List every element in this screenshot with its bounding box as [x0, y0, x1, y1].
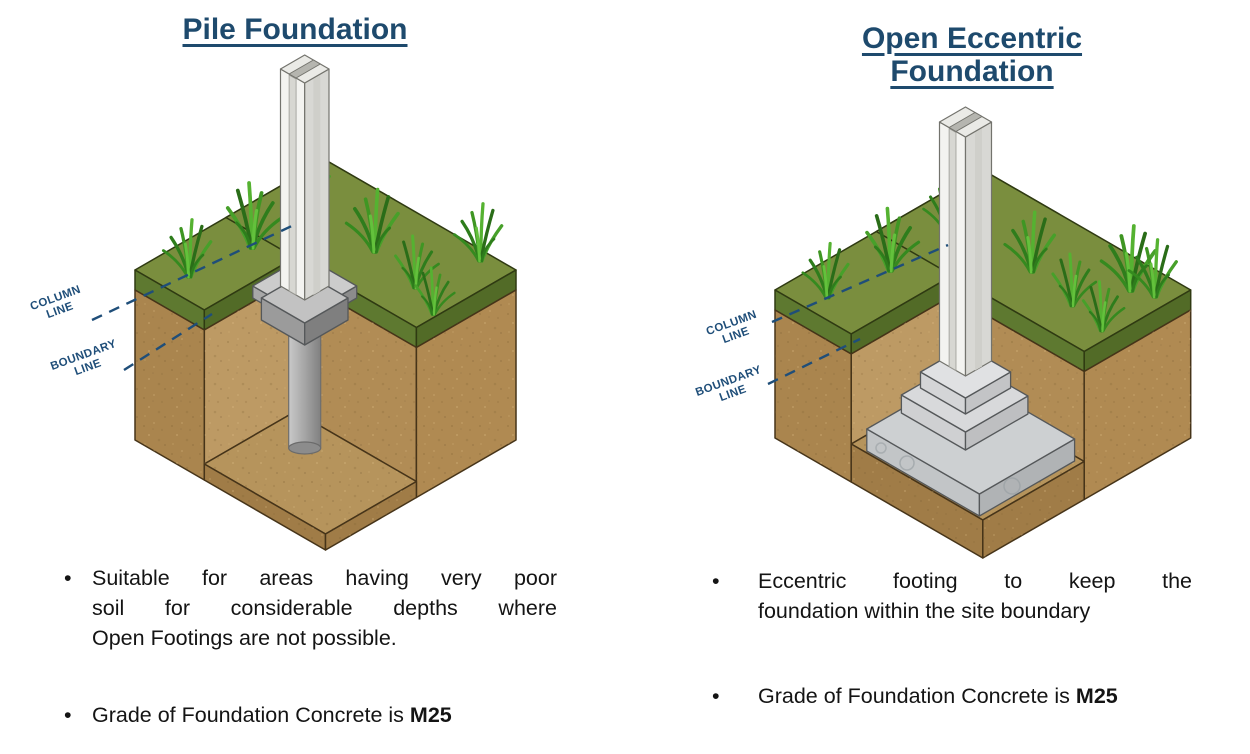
bullet-glyph: •: [64, 703, 72, 727]
right-panel-title: Open Eccentric Foundation: [742, 22, 1202, 88]
concrete-column: [279, 54, 330, 301]
concrete-column: [938, 106, 993, 377]
grade-value: M25: [1075, 684, 1118, 708]
bullet-glyph: •: [64, 566, 72, 590]
column-line-leader: [771, 243, 949, 324]
boundary-line-leader: [123, 312, 213, 372]
right-bullet-concrete-grade: • Grade of Foundation Concrete is M25: [712, 681, 1192, 711]
leader-lines: [91, 222, 297, 372]
bullet-glyph: •: [712, 569, 720, 593]
right-bullet-eccentric: • Eccentric footing to keep the foundati…: [712, 566, 1192, 626]
left-title-text: Pile Foundation: [182, 13, 408, 46]
pile-foundation-illustration: [91, 54, 517, 551]
right-title-line2: Foundation: [890, 55, 1054, 88]
eccentric-foundation-illustration: [767, 106, 1192, 559]
leader-lines: [767, 243, 949, 386]
right-title-line1: Open Eccentric: [861, 22, 1083, 55]
left-bullet-suitability: • Suitable for areas having very poor so…: [64, 563, 557, 653]
grade-value: M25: [409, 703, 452, 727]
bullet-glyph: •: [712, 684, 720, 708]
boundary-line-leader: [767, 337, 861, 386]
left-bullet-concrete-grade: • Grade of Foundation Concrete is M25: [64, 700, 557, 730]
left-panel-title: Pile Foundation: [60, 13, 530, 46]
